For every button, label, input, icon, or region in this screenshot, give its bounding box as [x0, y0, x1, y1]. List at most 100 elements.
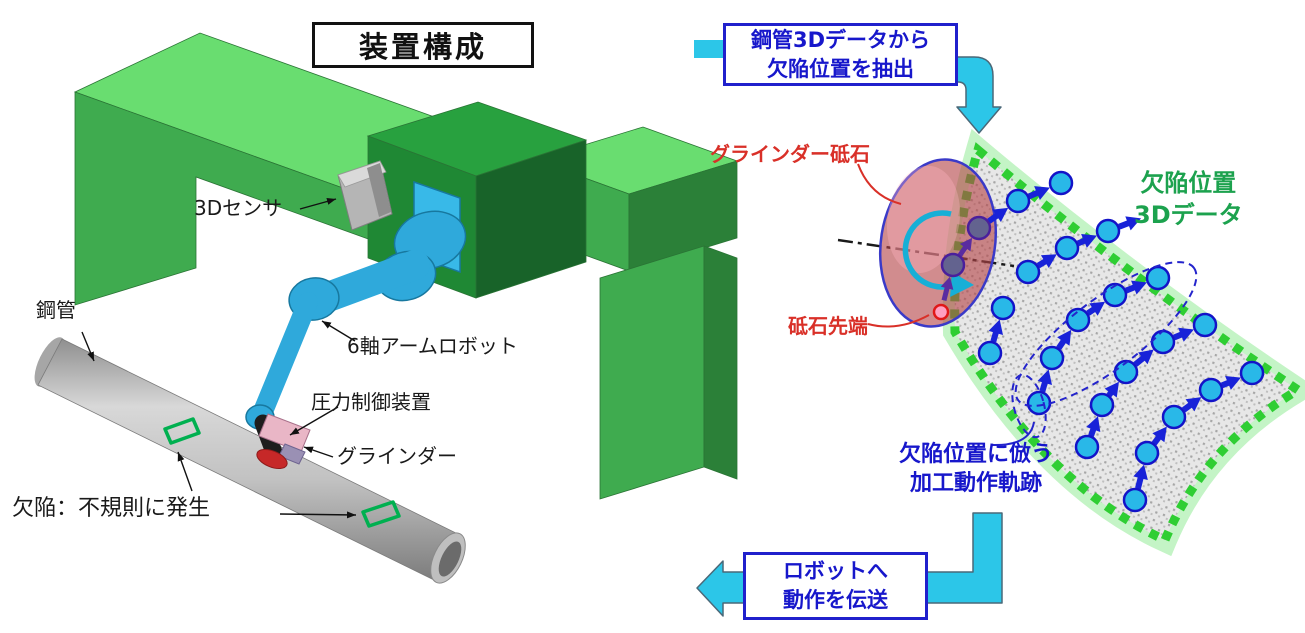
- trajectory-point: [977, 340, 1003, 366]
- trajectory-arrowhead: [1131, 280, 1147, 295]
- pointer-robot: [321, 320, 356, 342]
- trajectory-point: [1039, 345, 1065, 371]
- wheel-rotation-arrowhead: [950, 272, 974, 297]
- trajectory-arrowhead: [1034, 186, 1050, 200]
- red-pointers: [857, 163, 930, 328]
- sheet-mesh-surface: [954, 150, 1298, 540]
- flow-box-transmit: ロボットへ 動作を伝送: [743, 552, 928, 620]
- trajectory-arrowhead: [1225, 376, 1241, 390]
- defect-mark-1: [163, 417, 201, 445]
- trajectory-point: [1089, 392, 1115, 418]
- label-wheel: グラインダー砥石: [710, 142, 870, 166]
- trajectory-point: [940, 252, 966, 278]
- trajectory-arrowhead: [1086, 416, 1101, 433]
- trajectory-arrowhead: [988, 319, 1003, 336]
- label-trajectory-line2: 加工動作軌跡: [909, 471, 1042, 497]
- trajectory-point: [990, 295, 1016, 321]
- trajectory-point: [1065, 307, 1091, 333]
- trajectory-point: [1102, 282, 1128, 308]
- label-pressure: 圧力制御装置: [311, 390, 431, 414]
- trajectory-point: [1074, 434, 1100, 460]
- robot-link-2: [252, 292, 318, 424]
- flow-box-transmit-line2: 動作を伝送: [783, 588, 888, 612]
- pipe-defects: [163, 417, 401, 528]
- pipe-mouth-hole: [438, 541, 462, 577]
- trajectory-point: [1095, 218, 1121, 244]
- pointer-defect-2: [279, 511, 357, 519]
- label-defect-3d-data-line2: 3Dデータ: [1134, 200, 1243, 229]
- label-trajectory: 欠陥位置に倣う 加工動作軌跡: [878, 440, 1074, 498]
- steel-pipe: [34, 337, 466, 584]
- trajectory-arrowhead: [992, 207, 1009, 222]
- center-box-right-face: [475, 139, 587, 299]
- trajectory-arrowhead: [1133, 464, 1148, 481]
- trajectory-point: [1054, 235, 1080, 261]
- label-robot: 6軸アームロボット: [347, 334, 518, 358]
- trajectory-point: [1048, 170, 1074, 196]
- trajectory-arrowhead: [1057, 329, 1072, 346]
- trajectory-dashed-loop: [1011, 373, 1047, 439]
- flow-box-extract: 鋼管3Dデータから 欠陥位置を抽出: [723, 23, 958, 86]
- grinder-hub: [278, 443, 306, 465]
- label-defect-3d-data: 欠陥位置 3Dデータ: [1134, 168, 1243, 231]
- grinder-wheel-red: [256, 448, 288, 470]
- pointer-grinder: [303, 446, 334, 458]
- label-grinder: グラインダー: [337, 444, 457, 468]
- trajectory-arrowhead: [959, 237, 973, 252]
- label-trajectory-line1: 欠陥位置に倣う: [898, 442, 1053, 467]
- gantry-frame: [73, 32, 739, 500]
- right-post-side-face: [703, 245, 738, 480]
- label-wheel-tip: 砥石先端: [788, 314, 868, 338]
- trajectory-point: [1198, 377, 1224, 403]
- label-sensor: 3Dセンサ: [194, 196, 283, 220]
- wheel-rotation-arc: [902, 210, 959, 290]
- flow-tab-left: [694, 40, 723, 58]
- robot-arm: [245, 180, 467, 430]
- end-effector: [254, 413, 311, 470]
- trajectory-callout: [991, 261, 1198, 447]
- trajectory-point: [1192, 312, 1218, 338]
- trajectory-point: [1134, 440, 1160, 466]
- trajectory-arrowhead: [940, 276, 954, 290]
- trajectory-point: [966, 215, 992, 241]
- flow-box-transmit-line1: ロボットへ: [783, 559, 888, 584]
- trajectory-arrowhead: [1037, 369, 1052, 386]
- label-pipe: 鋼管: [36, 298, 76, 322]
- trajectory-arrowhead: [1081, 234, 1097, 248]
- trajectory-arrowhead: [1040, 254, 1057, 269]
- diagram-title: 装置構成: [312, 22, 534, 68]
- flow-box-extract-line2: 欠陥位置を抽出: [767, 56, 914, 81]
- trajectory-point: [1122, 487, 1148, 513]
- trajectory-arrowhead: [1185, 397, 1202, 412]
- trajectory-point: [1015, 259, 1041, 285]
- pointer-sensor: [299, 198, 337, 210]
- pointer-pipe: [81, 331, 95, 362]
- pointer-tip-label: [867, 314, 930, 328]
- trajectory-arrowhead: [1104, 381, 1119, 398]
- trajectory-arrowhead: [1178, 327, 1194, 342]
- pointer-wheel-label: [857, 163, 902, 205]
- pointer-pressure: [289, 406, 339, 436]
- trajectory-point: [1161, 404, 1187, 430]
- 3d-sensor: [337, 160, 393, 231]
- sensor-shade-stripe: [367, 163, 391, 217]
- trajectory-point: [1113, 359, 1139, 385]
- trajectory-point: [1026, 390, 1052, 416]
- trajectory-arrowhead: [1089, 301, 1106, 316]
- trajectory-point: [1005, 188, 1031, 214]
- right-beam-end-face: [628, 160, 738, 272]
- trajectory-point: [1145, 265, 1171, 291]
- trajectory-point: [1239, 360, 1265, 386]
- defect-mark-2: [361, 500, 401, 528]
- right-post-front-face: [599, 245, 705, 500]
- flow-box-extract-line1: 鋼管3Dデータから: [750, 27, 931, 52]
- trajectory-dashed-ellipse: [1014, 261, 1198, 407]
- trajectory-arrowhead: [1138, 349, 1154, 365]
- trajectory-arrowhead: [1125, 216, 1142, 231]
- left-pointer-lines: [81, 198, 357, 519]
- wheel-tip-marker: [932, 303, 950, 321]
- pointer-defect-1: [177, 451, 193, 492]
- trajectory-arrowhead: [1152, 426, 1167, 443]
